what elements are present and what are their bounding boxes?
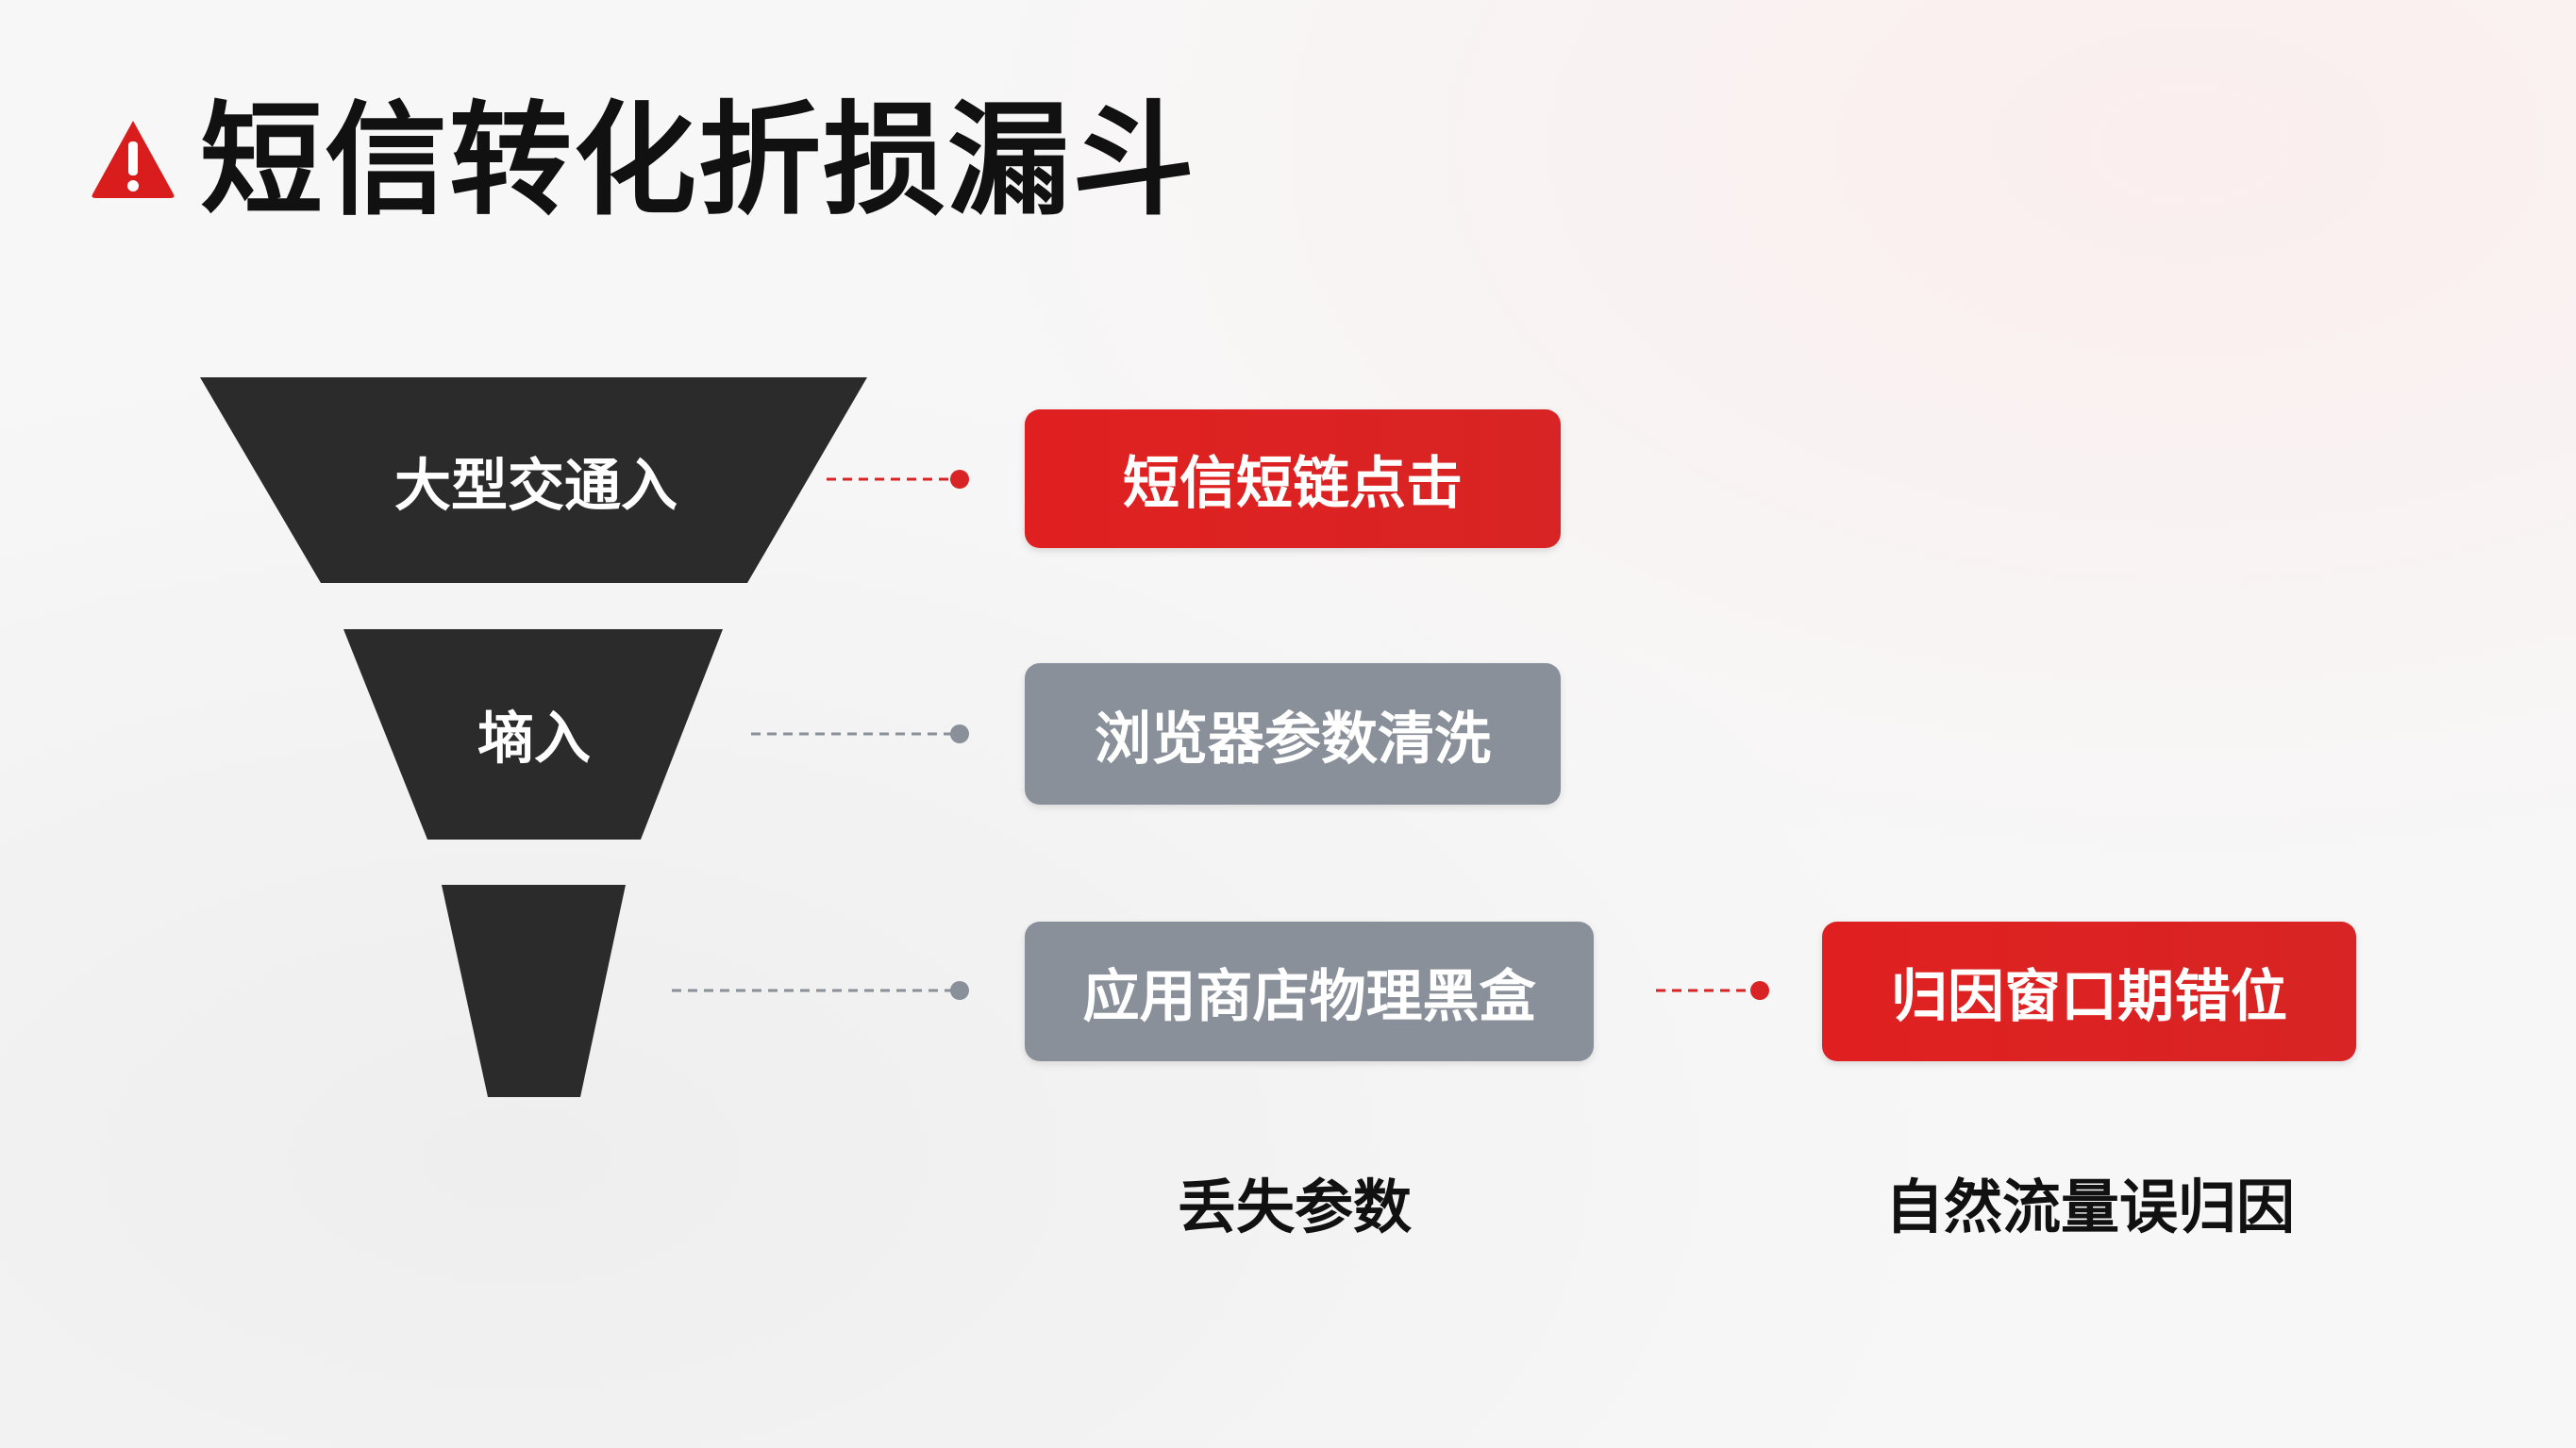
- funnel-stage-2: [343, 629, 723, 840]
- funnel-stage-3: [442, 885, 626, 1097]
- caption-misattribution: 自然流量误归因: [1884, 1173, 2296, 1241]
- box-browser-clean: 浏览器参数清洗: [1025, 663, 1561, 805]
- connector-1: [827, 470, 969, 489]
- funnel-label-1: 大型交通入: [394, 453, 677, 520]
- caption-lost-params: 丢失参数: [1177, 1173, 1413, 1241]
- page-title: 短信转化折损漏斗: [200, 89, 1197, 232]
- box-sms-click: 短信短链点击: [1025, 409, 1561, 548]
- connector-3: [672, 981, 969, 1000]
- connector-4: [1656, 981, 1769, 1000]
- box-attribution-window: 归因窗口期错位: [1822, 922, 2356, 1061]
- funnel-label-2: 墒入: [477, 706, 591, 773]
- connector-2: [751, 724, 969, 743]
- funnel-stage-1: [200, 377, 867, 583]
- warning-icon: [92, 121, 175, 198]
- box-app-store: 应用商店物理黑盒: [1025, 922, 1594, 1061]
